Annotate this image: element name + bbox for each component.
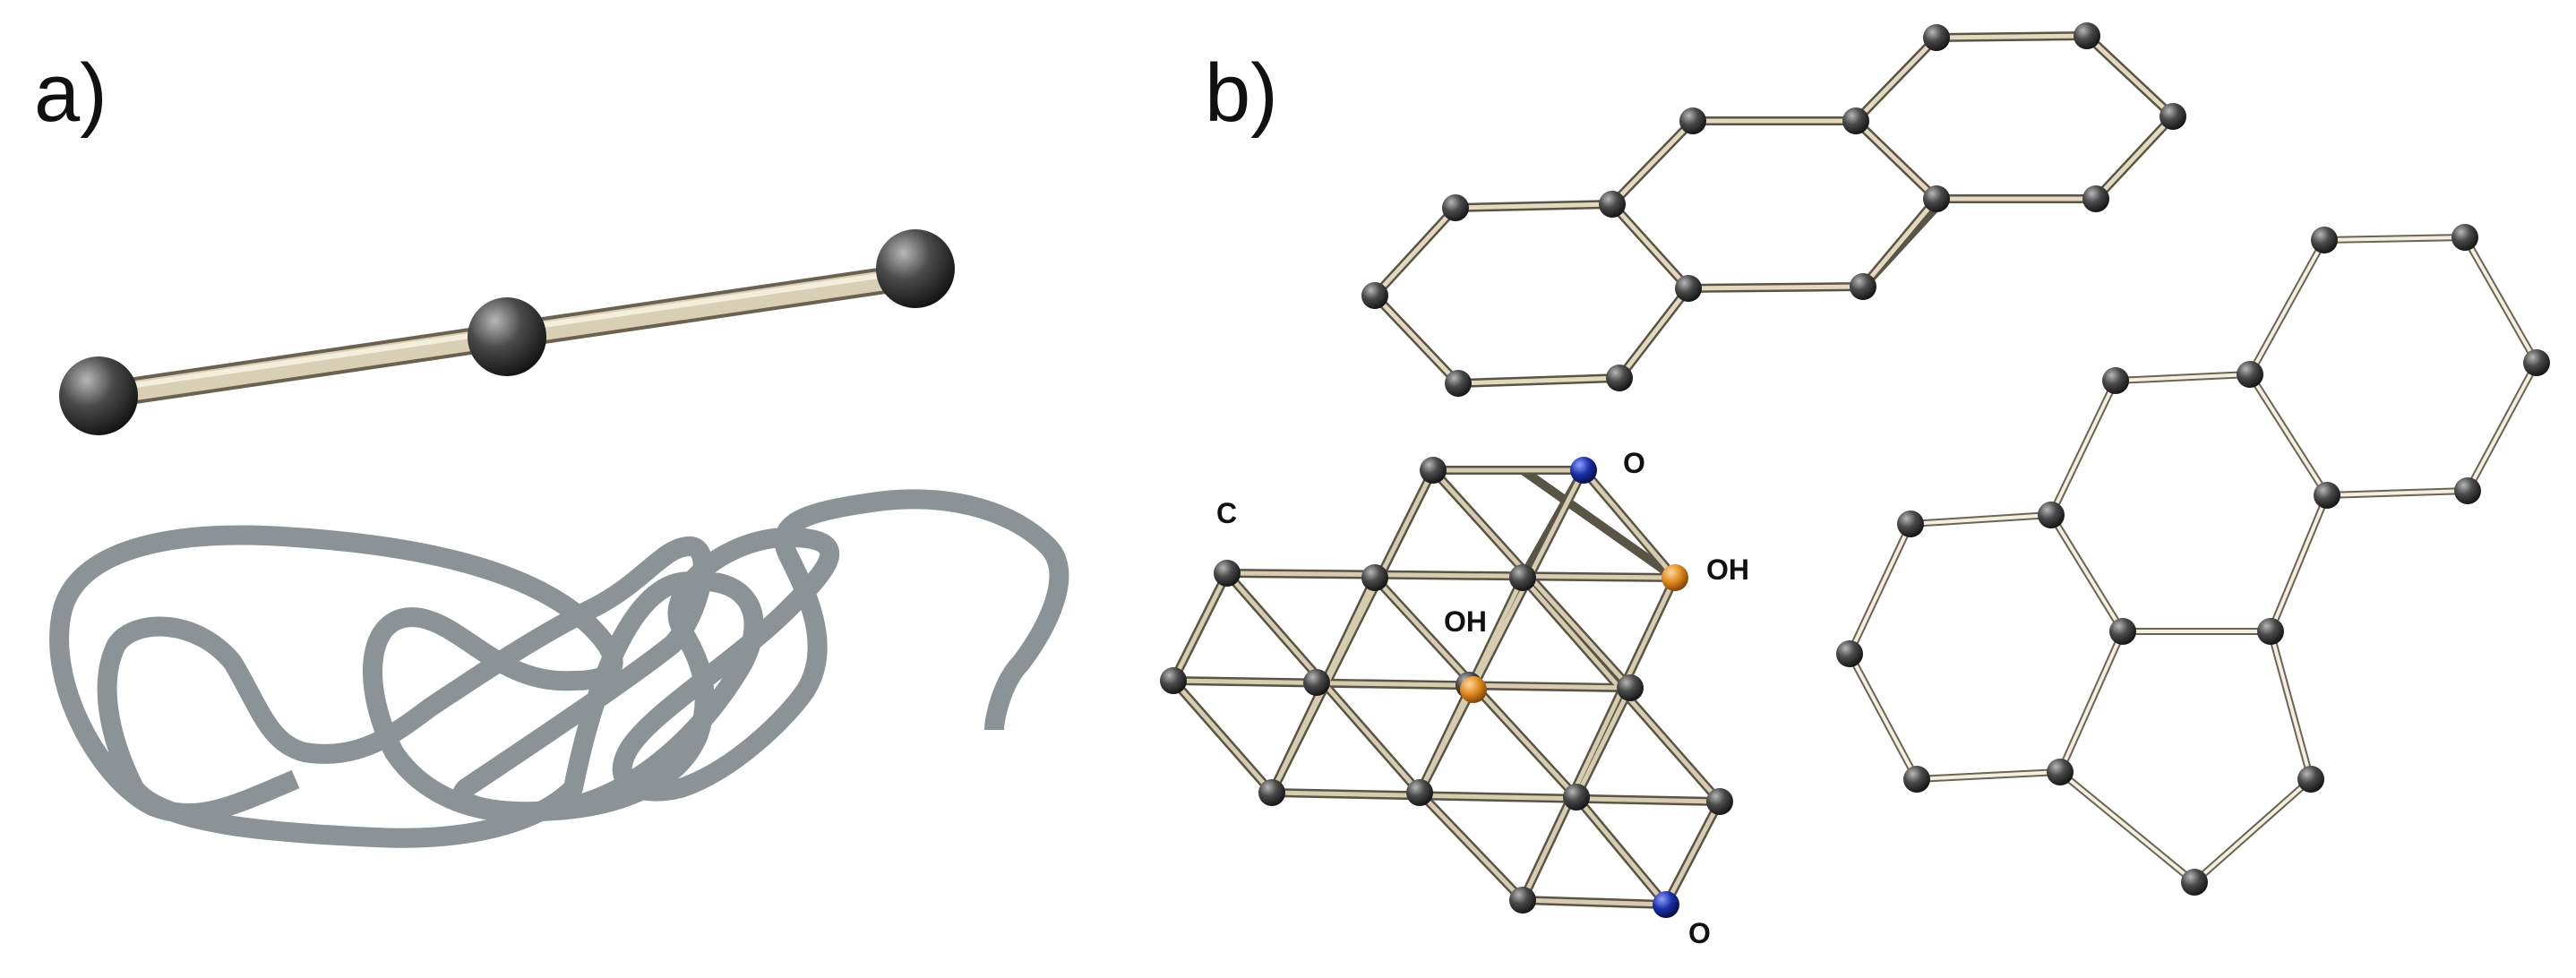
panel-label-a: a) xyxy=(34,47,107,139)
chain-atom-3 xyxy=(876,229,955,308)
oxygen-atom-bottom xyxy=(1653,891,1679,918)
fused-ring-molecule-top xyxy=(1370,31,2177,388)
chain-atom-1 xyxy=(59,356,138,435)
oxygen-atom-top xyxy=(1570,457,1597,484)
panel-label-b: b) xyxy=(1205,47,1278,139)
polycyclic-molecule-right-light xyxy=(1848,236,2538,884)
fused-ring-molecule-top-bonds xyxy=(1372,33,2176,386)
hydroxyl-atom-right xyxy=(1662,564,1688,591)
polycyclic-molecule-right-atoms xyxy=(1836,224,2550,896)
atom-label-carbon: C xyxy=(1216,497,1237,529)
hydroxyl-atom-center xyxy=(1460,676,1487,703)
chain-atom-2 xyxy=(468,297,546,376)
atom-label-hydroxyl-center: OH xyxy=(1444,605,1487,638)
polycyclic-molecule-right-dark xyxy=(1846,234,2540,886)
fused-ring-molecule-top-atoms xyxy=(1361,22,2186,397)
polymer-coil xyxy=(49,489,1069,848)
atom-label-oxygen-bottom: O xyxy=(1688,917,1711,949)
triangular-lattice-carbon-atoms xyxy=(1160,457,1733,914)
atom-label-oxygen-top: O xyxy=(1623,447,1645,479)
linear-chain-molecule xyxy=(59,229,955,435)
triangular-lattice-bonds-light xyxy=(1171,468,1722,907)
atom-label-hydroxyl-right: OH xyxy=(1706,553,1749,586)
